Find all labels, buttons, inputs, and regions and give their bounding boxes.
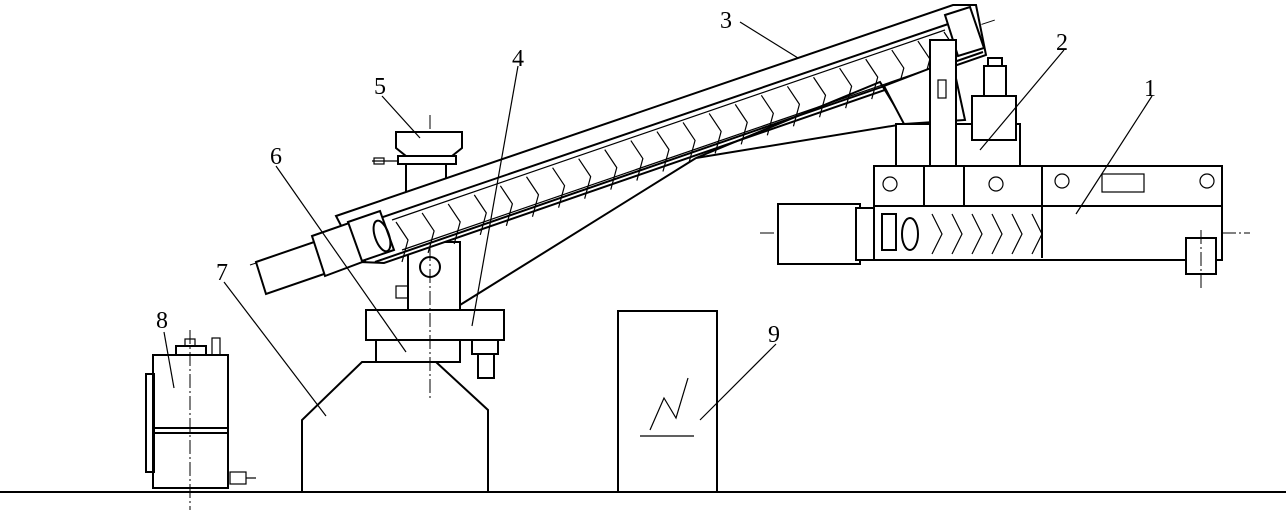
screw-flight (578, 158, 592, 199)
leader-lines (163, 21, 1153, 421)
callout-6: 6 (270, 144, 282, 170)
callout-labels: 1 2 3 4 5 6 7 8 9 (156, 8, 1156, 348)
slewing-ring (365, 309, 505, 379)
screw-flight (499, 185, 514, 226)
hydraulic-station (145, 330, 256, 510)
screw-flight (630, 140, 644, 181)
screw-flight (682, 122, 696, 163)
screw-flight (473, 194, 487, 236)
callout-1: 1 (1144, 76, 1156, 102)
feeder-flight (1031, 213, 1043, 255)
feeder-flight (971, 213, 983, 255)
screw-flight (786, 85, 801, 127)
screw-flight (604, 149, 618, 190)
screw-flight (839, 67, 853, 109)
callout-5: 5 (374, 74, 386, 100)
turret (395, 115, 697, 398)
screw-flight (525, 176, 540, 217)
screw-flight (395, 221, 409, 263)
callout-3: 3 (720, 8, 732, 34)
feeder-flight (1011, 213, 1023, 255)
callout-7: 7 (216, 260, 228, 286)
feeder-flight (991, 213, 1003, 255)
horizontal-screw-feeder (760, 165, 1250, 290)
feed-chute (882, 39, 1021, 185)
screw-flight (447, 203, 461, 245)
feeder-flights (931, 213, 1043, 255)
callout-4: 4 (512, 46, 524, 72)
screw-flight (813, 76, 827, 118)
screw-flight (865, 58, 879, 100)
base-column (301, 339, 489, 493)
screw-flight (656, 131, 670, 172)
callout-8: 8 (156, 308, 168, 334)
callout-9: 9 (768, 322, 780, 348)
callout-2: 2 (1056, 30, 1068, 56)
screw-flight (552, 167, 566, 208)
feeder-flight (951, 213, 963, 255)
feeder-flight (931, 213, 943, 255)
screw-flight (421, 212, 435, 254)
screw-flight (734, 104, 748, 145)
control-cabinet (617, 310, 718, 493)
screw-flight (708, 113, 722, 154)
inclined-screw-conveyor (249, 4, 996, 296)
